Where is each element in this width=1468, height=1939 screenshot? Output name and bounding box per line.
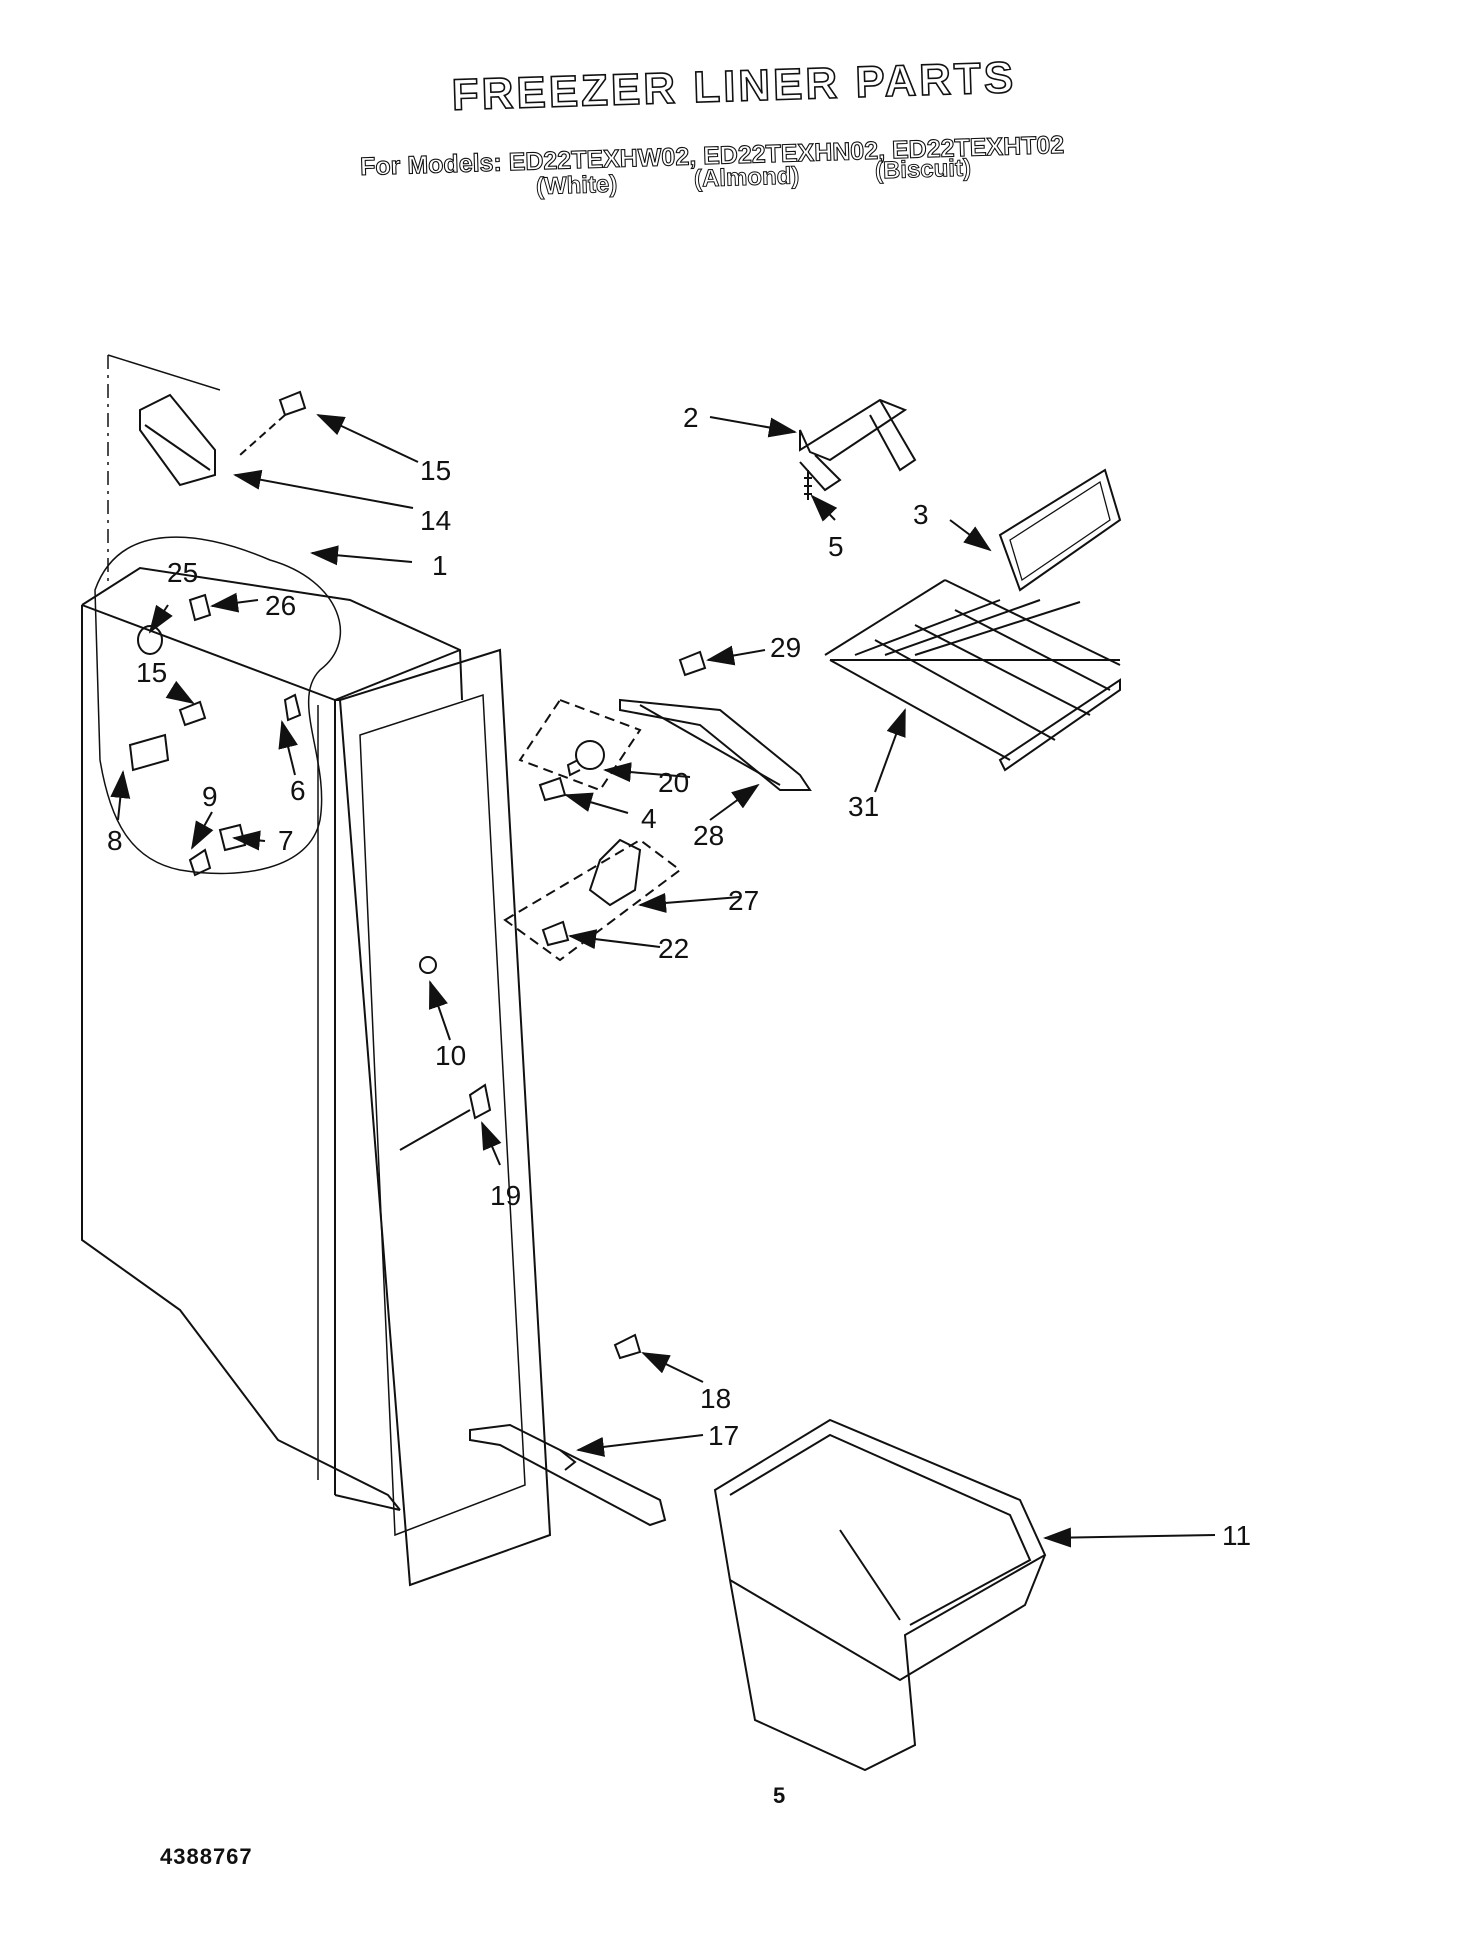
part-18-screw: [613, 1333, 642, 1360]
part-28-rail: [619, 698, 812, 791]
callout-10: 10: [435, 1040, 466, 1071]
bubble-parts: [128, 593, 302, 877]
callout-26: 26: [265, 590, 296, 621]
callout-18: 18: [700, 1383, 731, 1414]
part-31-wire-shelf: [824, 579, 1121, 772]
part-17-rail: [469, 1423, 667, 1527]
callout-14: 14: [420, 505, 451, 536]
part-10-plug: [419, 956, 437, 974]
freezer-liner-body: [81, 354, 463, 1511]
callout-27: 27: [728, 885, 759, 916]
callout-17: 17: [708, 1420, 739, 1451]
part-22-screw: [541, 920, 570, 947]
part-20-fitting: [518, 698, 642, 792]
callout-5: 5: [828, 531, 844, 562]
callout-9: 9: [202, 781, 218, 812]
leader-lines: [110, 414, 1216, 1548]
callout-3: 3: [913, 499, 929, 530]
part-15-screw: [239, 390, 307, 456]
part-3-panel: [998, 468, 1122, 592]
callout-8: 8: [107, 825, 123, 856]
page-number: 5: [773, 1783, 786, 1808]
callout-11: 11: [1222, 1520, 1251, 1551]
document-number: 4388767: [160, 1844, 253, 1869]
callout-29: 29: [770, 632, 801, 663]
part-14-bracket: [139, 393, 216, 487]
part-11-bin: [713, 1418, 1047, 1772]
part-19-switch: [399, 1083, 492, 1151]
callout-6: 6: [290, 775, 306, 806]
callout-4: 4: [641, 803, 657, 834]
liner-front-frame: [335, 648, 552, 1587]
callout-7: 7: [278, 825, 294, 856]
callout-2: 2: [683, 402, 699, 433]
callout-22: 22: [658, 933, 689, 964]
part-29-screw: [678, 650, 707, 677]
callout-20: 20: [658, 767, 689, 798]
callout-1: 1: [432, 550, 448, 581]
callout-25: 25: [167, 557, 198, 588]
part-27-housing: [503, 838, 682, 962]
callout-15-inner: 15: [136, 657, 167, 688]
part-4-screw: [538, 776, 567, 802]
callout-28: 28: [693, 820, 724, 851]
callout-15-top: 15: [420, 455, 451, 486]
callout-19: 19: [490, 1180, 521, 1211]
callout-31: 31: [848, 791, 879, 822]
part-2-bracket: [799, 398, 917, 500]
